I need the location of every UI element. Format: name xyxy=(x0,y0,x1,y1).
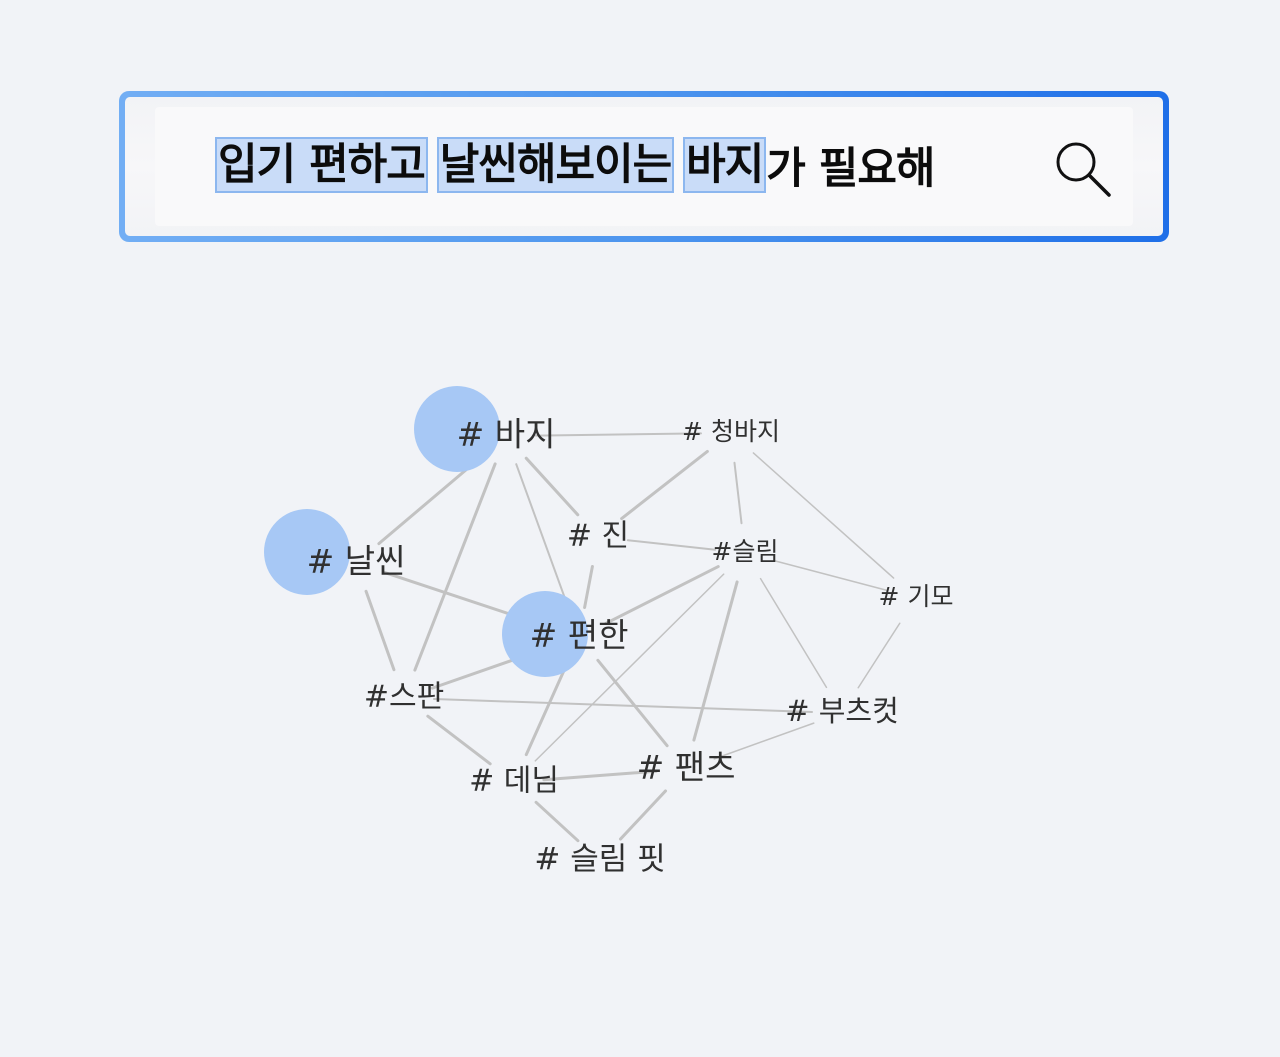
graph-edge xyxy=(733,461,743,525)
graph-edge xyxy=(426,714,492,766)
graph-edge xyxy=(534,573,725,762)
graph-edge xyxy=(604,565,720,625)
graph-edge xyxy=(773,559,888,592)
graph-edge xyxy=(524,662,569,757)
search-bar: 입기 편하고 날씬해보이는 바지 가 필요해 xyxy=(119,91,1169,242)
graph-edges xyxy=(364,432,901,843)
keyword-node-cheongbaji[interactable]: # 청바지 xyxy=(682,417,780,446)
selected-node-marker xyxy=(502,591,588,677)
graph-edge xyxy=(759,577,828,689)
graph-edge xyxy=(713,722,815,760)
keyword-node-span[interactable]: #스판 xyxy=(364,680,444,715)
keyword-node-pyeonhan[interactable]: # 편한 xyxy=(530,616,629,655)
query-plain-text: 가 필요해 xyxy=(766,144,935,194)
keyword-node-baji[interactable]: # 바지 xyxy=(457,415,556,454)
keyword-node-bucheukeot[interactable]: # 부츠컷 xyxy=(785,694,899,728)
graph-edge xyxy=(515,463,570,610)
selected-node-marker xyxy=(264,509,350,595)
graph-edge xyxy=(620,449,709,521)
query-keyword-highlight: 바지 xyxy=(683,137,767,193)
search-field[interactable]: 입기 편하고 날씬해보이는 바지 가 필요해 xyxy=(125,97,1163,236)
keyword-node-jin[interactable]: # 진 xyxy=(567,519,629,554)
graph-edge xyxy=(364,589,396,672)
keyword-node-slimfit[interactable]: # 슬림 핏 xyxy=(534,842,665,878)
keyword-node-seullim[interactable]: #슬림 xyxy=(712,537,779,566)
search-query[interactable]: 입기 편하고 날씬해보이는 바지 가 필요해 xyxy=(215,135,936,195)
keyword-node-gimo[interactable]: # 기모 xyxy=(879,582,954,611)
selected-node-marker xyxy=(414,386,500,472)
search-button[interactable] xyxy=(1051,137,1115,201)
query-keyword-highlight: 날씬해보이는 xyxy=(436,137,675,193)
graph-selection-circles xyxy=(264,386,588,677)
graph-edge xyxy=(534,800,580,843)
graph-edge xyxy=(583,564,594,610)
keyword-node-paenchu[interactable]: # 팬츠 xyxy=(637,748,736,787)
graph-edge xyxy=(626,539,717,551)
graph-edge xyxy=(596,658,669,748)
query-keyword-highlight: 입기 편하고 xyxy=(215,137,428,193)
keyword-node-nalssin[interactable]: # 날씬 xyxy=(307,542,406,581)
graph-edge xyxy=(534,432,703,437)
graph-edge xyxy=(542,769,658,782)
graph-edge xyxy=(524,456,580,517)
graph-edge xyxy=(432,698,814,713)
graph-edge xyxy=(752,452,895,579)
graph-edge xyxy=(692,580,739,742)
graph-edge xyxy=(618,789,668,841)
keyword-node-denim[interactable]: # 데님 xyxy=(469,764,559,799)
graph-edge xyxy=(857,622,901,689)
graph-edge xyxy=(413,462,497,672)
graph-labels: # 바지 # 날씬 # 편한 # 청바지 # 진 #슬림 # 기모 #스판 # 부츠컷 # 데님 #… xyxy=(307,415,954,878)
search-icon xyxy=(1056,142,1111,197)
